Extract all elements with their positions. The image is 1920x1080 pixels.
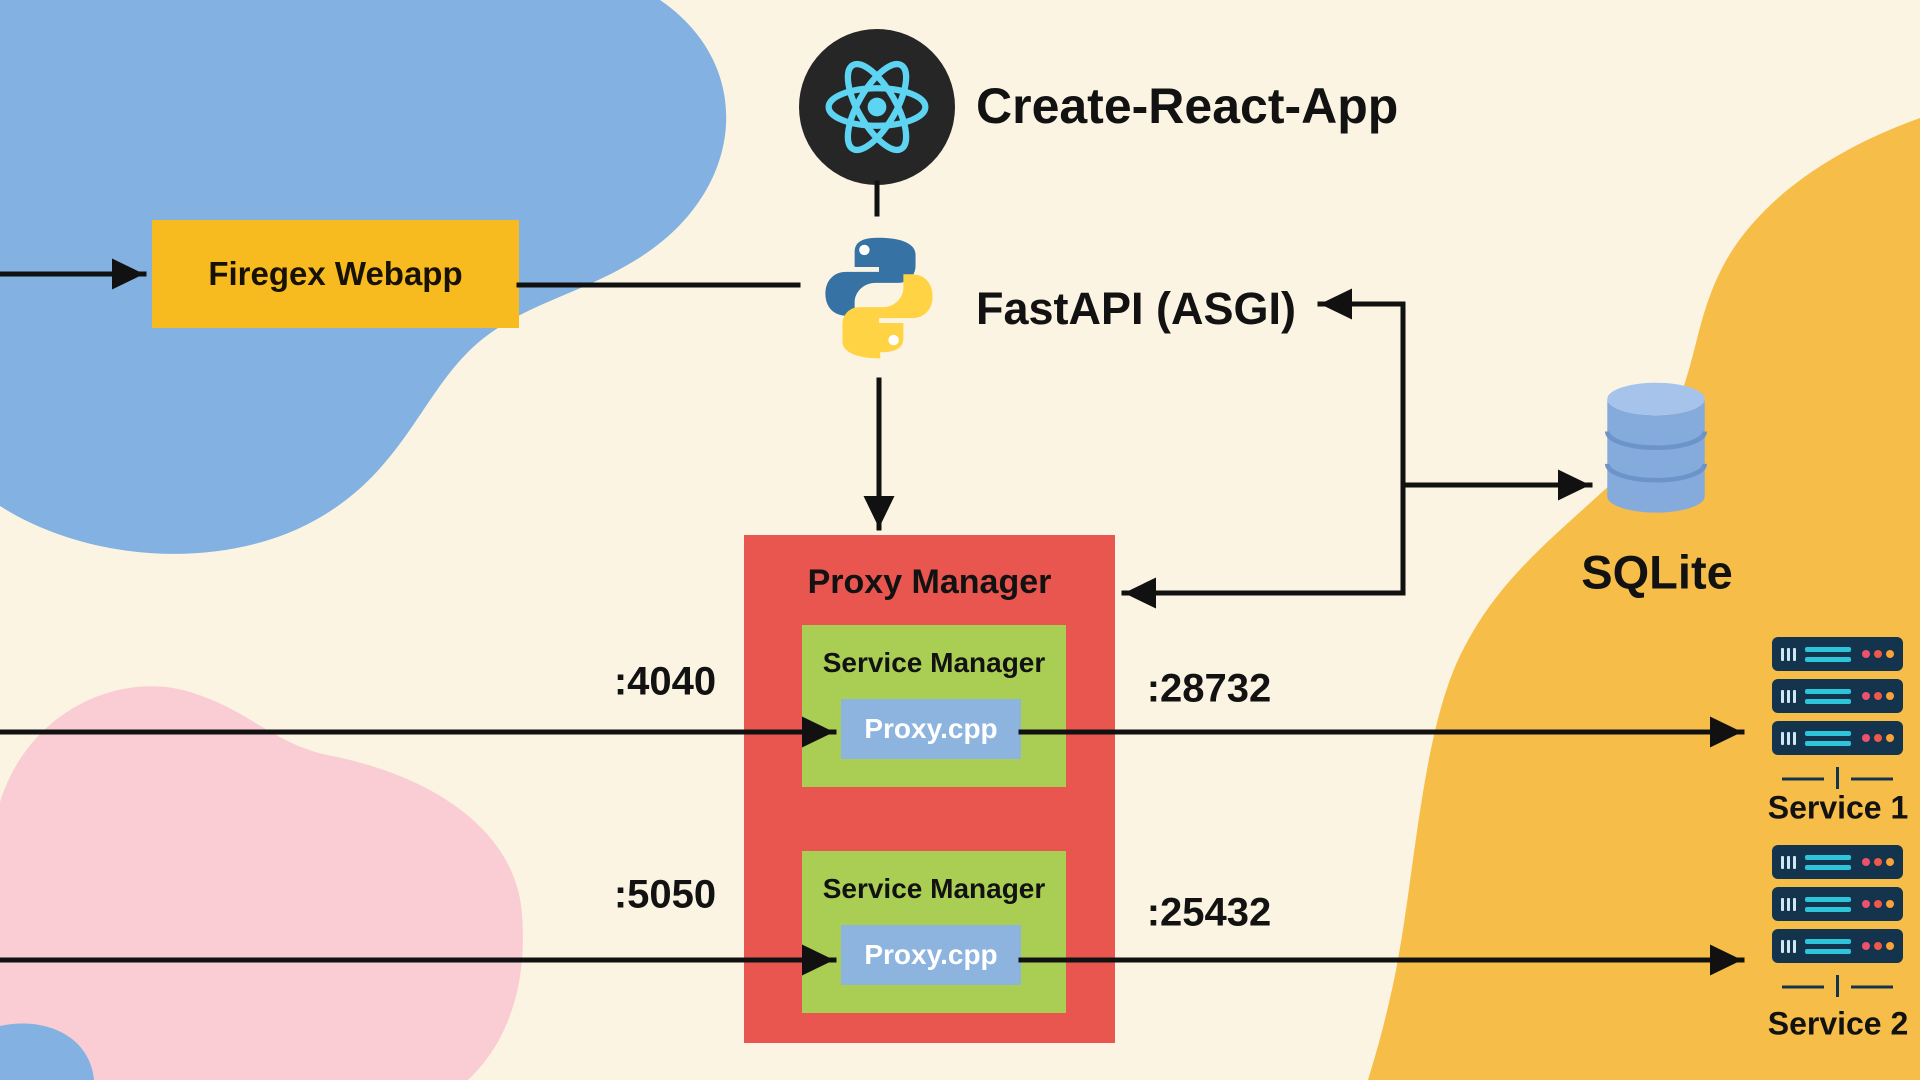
server-grill-icon bbox=[1781, 939, 1796, 953]
server-rack-icon bbox=[1772, 887, 1903, 921]
firegex-webapp-label: Firegex Webapp bbox=[208, 255, 463, 292]
firegex-webapp-node: Firegex Webapp bbox=[152, 220, 519, 328]
server-lines-icon bbox=[1805, 688, 1851, 704]
server-rack-icon bbox=[1772, 637, 1903, 671]
server-rack-icon bbox=[1772, 845, 1903, 879]
server-led-icons bbox=[1862, 858, 1894, 866]
server-grill-icon bbox=[1781, 855, 1796, 869]
server-rack-icon bbox=[1772, 929, 1903, 963]
server-led-icons bbox=[1862, 692, 1894, 700]
proxy-cpp-2-label: Proxy.cpp bbox=[864, 939, 998, 970]
service-manager-2-node: Service Manager Proxy.cpp bbox=[802, 851, 1066, 1013]
service-manager-1-node: Service Manager Proxy.cpp bbox=[802, 625, 1066, 787]
server-lines-icon bbox=[1805, 896, 1851, 912]
create-react-app-label: Create-React-App bbox=[976, 78, 1399, 134]
server-stand-icon bbox=[1782, 767, 1893, 789]
python-logo-icon bbox=[825, 237, 933, 359]
server-rack-icon bbox=[1772, 679, 1903, 713]
service-2-rack bbox=[1772, 845, 1903, 999]
proxy-cpp-1-node: Proxy.cpp bbox=[841, 699, 1021, 759]
service-1-label: Service 1 bbox=[1767, 789, 1909, 826]
react-logo-icon bbox=[799, 29, 955, 185]
server-grill-icon bbox=[1781, 647, 1796, 661]
server-led-icons bbox=[1862, 942, 1894, 950]
service-1-rack bbox=[1772, 637, 1903, 791]
server-led-icons bbox=[1862, 734, 1894, 742]
blue-corner-blob bbox=[0, 1023, 94, 1080]
proxy-manager-title: Proxy Manager bbox=[807, 563, 1052, 601]
port-in-1-label: :4040 bbox=[613, 659, 717, 704]
server-led-icons bbox=[1862, 650, 1894, 658]
sqlite-label: SQLite bbox=[1581, 545, 1733, 599]
pink-blob bbox=[0, 686, 523, 1080]
server-led-icons bbox=[1862, 900, 1894, 908]
port-out-1-label: :28732 bbox=[1146, 666, 1272, 711]
service-manager-1-title: Service Manager bbox=[822, 647, 1046, 678]
port-out-2-label: :25432 bbox=[1146, 890, 1272, 935]
server-grill-icon bbox=[1781, 689, 1796, 703]
fastapi-label: FastAPI (ASGI) bbox=[976, 283, 1297, 334]
server-lines-icon bbox=[1805, 938, 1851, 954]
service-manager-2-title: Service Manager bbox=[822, 873, 1046, 904]
server-grill-icon bbox=[1781, 897, 1796, 911]
proxy-cpp-2-node: Proxy.cpp bbox=[841, 925, 1021, 985]
service-2-label: Service 2 bbox=[1767, 1005, 1909, 1042]
orange-blob bbox=[1368, 118, 1920, 1080]
proxy-cpp-1-label: Proxy.cpp bbox=[864, 713, 998, 744]
sqlite-db-icon bbox=[1604, 382, 1708, 513]
server-stand-icon bbox=[1782, 975, 1893, 997]
server-lines-icon bbox=[1805, 854, 1851, 870]
server-lines-icon bbox=[1805, 730, 1851, 746]
proxy-manager-node: Proxy Manager Service Manager Proxy.cpp … bbox=[744, 535, 1115, 1043]
port-in-2-label: :5050 bbox=[613, 872, 717, 917]
server-lines-icon bbox=[1805, 646, 1851, 662]
server-rack-icon bbox=[1772, 721, 1903, 755]
server-grill-icon bbox=[1781, 731, 1796, 745]
